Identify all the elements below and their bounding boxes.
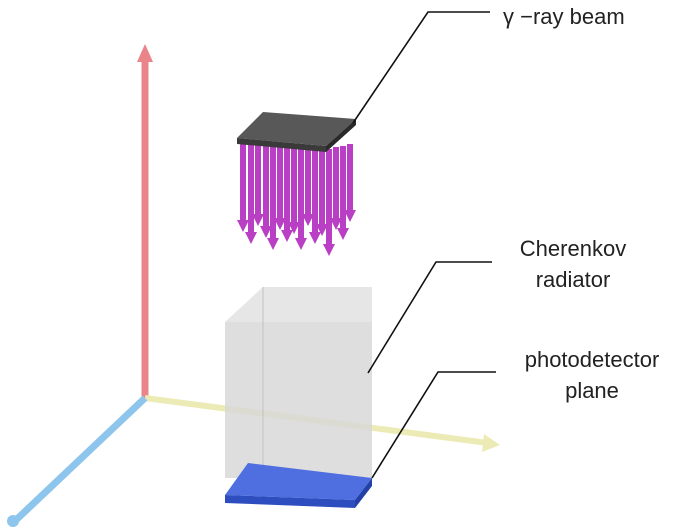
depth-axis: [13, 395, 148, 523]
horizontal-axis-arrowhead: [482, 434, 500, 452]
detector-label-line1: photodetector: [524, 347, 660, 372]
detector-label-line2: plane: [565, 378, 619, 403]
radiator-top-face: [225, 287, 372, 322]
detector-leader-line: [371, 371, 496, 479]
beam-arrow-head: [295, 238, 307, 250]
beam-arrow-head: [260, 226, 272, 238]
detector-front-face: [225, 495, 355, 508]
radiator-front-face: [225, 322, 372, 478]
beam-arrow-head: [237, 220, 249, 232]
beam-source-plate: [237, 112, 356, 152]
detector-side-face: [355, 478, 372, 508]
depth-axis-endpoint: [7, 515, 19, 527]
beam-arrow-head: [330, 218, 342, 230]
beam-label: γ −ray beam: [503, 4, 625, 29]
plate-top-face: [237, 112, 356, 146]
beam-arrow-head: [288, 222, 300, 234]
leader-lines: [352, 11, 496, 479]
beam-arrow-head: [302, 214, 314, 226]
detector-top-face: [225, 463, 372, 500]
cherenkov-radiator: [225, 287, 372, 478]
beam-arrow-head: [245, 232, 257, 244]
plate-side-face: [326, 119, 356, 152]
beam-arrow-head: [323, 244, 335, 256]
beam-leader-line: [352, 11, 490, 124]
beam-arrow-head: [344, 210, 356, 222]
beam-arrow-head: [267, 238, 279, 250]
radiator-leader-line: [367, 261, 492, 374]
radiator-label-line2: radiator: [535, 267, 611, 292]
plate-front-face: [237, 138, 326, 152]
beam-arrow-head: [252, 214, 264, 226]
beam-arrow-head: [274, 218, 286, 230]
radiator-label: Cherenkov radiator: [498, 235, 648, 293]
beam-arrow-head: [316, 224, 328, 236]
photodetector-plate: [225, 463, 372, 508]
radiator-label-line1: Cherenkov: [519, 236, 627, 261]
beam-arrow-head: [281, 230, 293, 242]
beam-arrow-head: [337, 228, 349, 240]
gamma-ray-arrows: [237, 140, 356, 256]
detector-label: photodetector plane: [502, 346, 682, 404]
vertical-axis-arrowhead: [137, 44, 153, 62]
beam-arrow-head: [309, 232, 321, 244]
